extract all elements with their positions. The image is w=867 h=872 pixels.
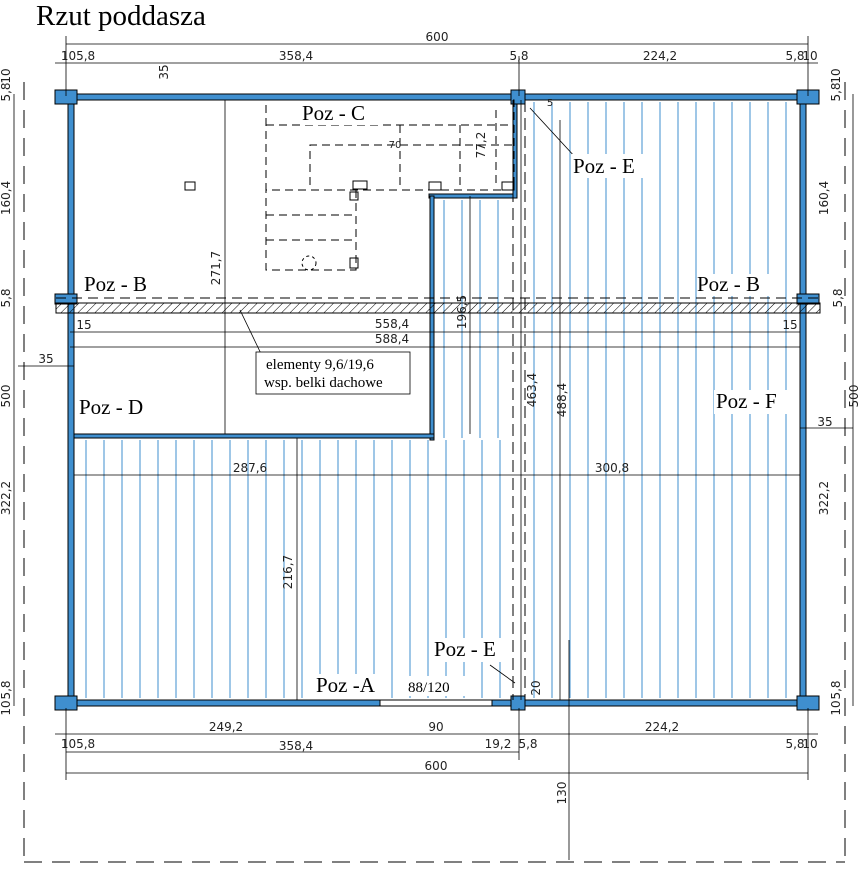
label-poz-e-top: Poz - E [573,154,635,178]
dim-top-58-mid: 5,8 [509,49,528,63]
label-poz-b-right: Poz - B [697,272,760,296]
note-roof-beams: wsp. belki dachowe [264,375,383,391]
dim-top-35: 35 [157,64,171,79]
dim-left-58-bottom: 5,8 [0,680,13,699]
dim-inner-15-left: 15 [76,318,91,332]
dim-bot-90: 90 [428,720,443,734]
label-poz-d: Poz - D [79,395,143,419]
dim-inner-2717: 271,7 [209,251,223,285]
dim-inner-5884: 588,4 [375,332,409,346]
stair-outline [265,99,515,271]
label-poz-b-left: Poz - B [84,272,147,296]
dim-inner-15-right: 15 [782,318,797,332]
label-poz-a: Poz -A [316,673,376,697]
dimension-lines [13,36,854,860]
dim-bot-58: 5,8 [518,737,537,751]
dim-inner-1965: 196,5 [455,295,469,329]
dim-bot-10-right: 10 [802,737,817,751]
dim-right-500: 500 [847,385,861,408]
dim-bot-130: 130 [555,782,569,805]
label-door-size: 88/120 [408,680,450,696]
dim-bot-600: 600 [425,759,448,773]
dim-bot-224: 224,2 [645,720,679,734]
dim-stair-70: 70 [389,140,402,151]
dim-right-10-bottom: 10 [829,700,843,715]
dim-top-358: 358,4 [279,49,313,63]
dim-right-58-mid: 5,8 [831,288,845,307]
dim-inner-5584: 558,4 [375,317,409,331]
dim-stair-5: 5 [547,98,553,109]
dim-right-1604: 160,4 [817,181,831,215]
dim-top-58-right: 5,8 [785,49,804,63]
dim-left-10-top: 10 [0,68,13,83]
dim-inner-20: 20 [529,680,543,695]
dim-left-58-mid: 5,8 [0,288,13,307]
dim-left-35: 35 [38,352,53,366]
dim-right-35: 35 [817,415,832,429]
note-elements: elementy 9,6/19,6 [266,357,374,373]
dim-top-105: 105,8 [61,49,95,63]
dim-left-1604: 160,4 [0,181,13,215]
dim-left-3222: 322,2 [0,481,13,515]
axis-lines [512,100,526,700]
dim-top-10-right: 10 [802,49,817,63]
roof-beam [55,302,821,314]
label-poz-f: Poz - F [716,389,777,413]
dim-right-10-top: 10 [829,68,843,83]
dim-bot-3584: 358,4 [279,739,313,753]
label-poz-c: Poz - C [302,101,365,125]
dim-inner-2167: 216,7 [281,555,295,589]
wall-posts [54,89,820,711]
dim-right-3222: 322,2 [817,481,831,515]
joists-right [533,102,787,698]
dim-inner-3008: 300,8 [595,461,629,475]
dim-left-58-top: 5,8 [0,82,13,101]
dim-stair-772: 77,2 [474,132,488,159]
dim-top-224: 224,2 [643,49,677,63]
dim-inner-4884: 488,4 [555,383,569,417]
dim-left-500: 500 [0,385,13,408]
label-poz-e-bottom: Poz - E [434,637,496,661]
dim-left-10-bottom: 10 [0,700,13,715]
dim-bot-2492: 249,2 [209,720,243,734]
page-title: Rzut poddasza [36,0,206,32]
joists-left [85,200,501,698]
outer-walls [65,93,809,707]
dim-top-total: 600 [426,30,449,44]
dim-inner-2876: 287,6 [233,461,267,475]
dim-inner-4634: 463,4 [525,373,539,407]
dim-bot-58-right: 5,8 [785,737,804,751]
dim-bot-192: 19,2 [485,737,512,751]
door-opening [379,699,493,707]
roof-outline [23,82,846,863]
dim-right-58-bottom: 5,8 [829,680,843,699]
inner-walls [73,99,518,441]
dim-right-58-top: 5,8 [829,82,843,101]
dim-bot-105: 105,8 [61,737,95,751]
